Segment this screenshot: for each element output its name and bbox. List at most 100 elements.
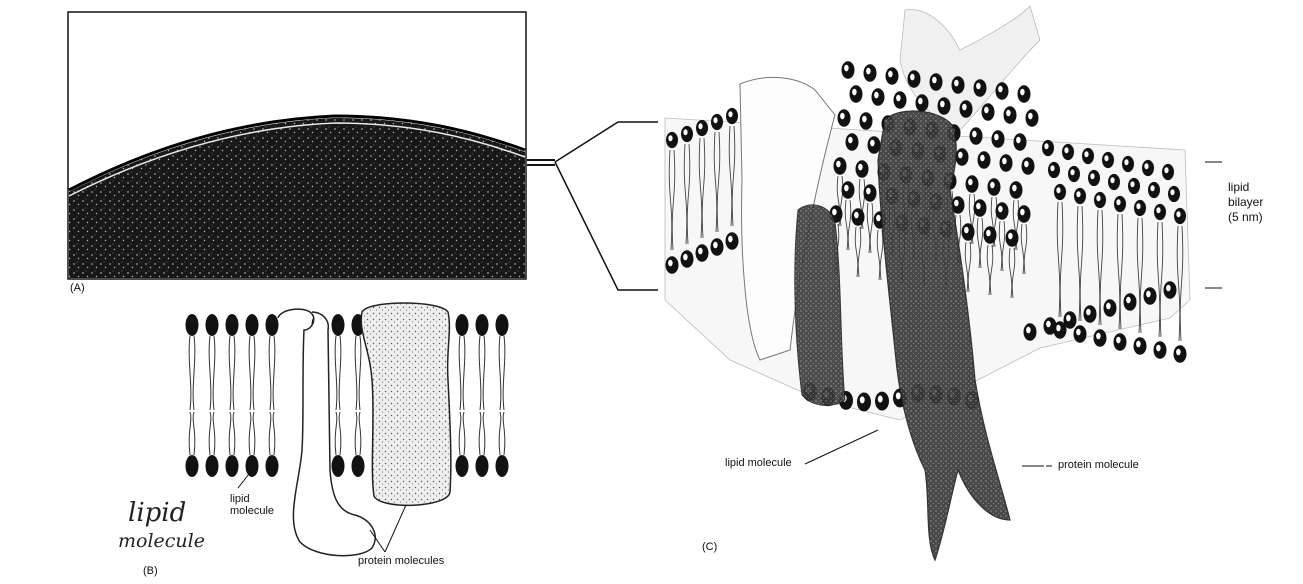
lipid-head-icon	[930, 73, 943, 91]
lipid-head-icon	[886, 67, 899, 85]
bilayer-3d-panel-c	[665, 6, 1222, 560]
lipid-head-icon	[1128, 178, 1140, 194]
lipid-head-icon	[1148, 182, 1160, 198]
lipid-head-icon	[1134, 200, 1146, 216]
lipid-head-icon	[974, 79, 987, 97]
lipid-head-icon	[726, 108, 738, 124]
lipid-head-icon	[938, 97, 951, 115]
lipid-head-icon	[1134, 337, 1147, 355]
lipid-head-icon	[1084, 305, 1097, 323]
lipid-head-icon	[984, 226, 997, 244]
protein-molecule-label-c: protein molecule	[1058, 460, 1139, 472]
lipid-head-icon	[1114, 196, 1126, 212]
lipid-head-icon	[1022, 157, 1035, 175]
lipid-head-icon	[1074, 325, 1087, 343]
lipid-head-icon	[711, 114, 723, 130]
panel-b-label: (B)	[143, 566, 158, 578]
handwritten-line-2: molecule	[118, 532, 205, 551]
lipid-head-icon	[1018, 85, 1031, 103]
handwritten-note: lipid molecule	[128, 500, 205, 551]
lipid-head-icon	[1024, 323, 1037, 341]
lipid-head-icon	[982, 103, 995, 121]
lipid-head-icon	[846, 133, 859, 151]
lipid-head-icon	[857, 393, 871, 412]
lipid-head-icon	[996, 202, 1009, 220]
lipid-head-icon	[872, 88, 885, 106]
lipid-head-icon	[1044, 317, 1057, 335]
lipid-head-icon	[1042, 140, 1054, 156]
protein-molecules-label-b: protein molecules	[358, 556, 444, 568]
lipid-head-icon	[1010, 181, 1023, 199]
lipid-head-icon	[1014, 133, 1027, 151]
bilayer-label-line-1: lipid	[1228, 180, 1263, 195]
lipid-head-icon	[850, 85, 863, 103]
lipid-head-icon	[1048, 162, 1060, 178]
lipid-head-icon	[1154, 341, 1167, 359]
lipid-head-icon	[988, 178, 1001, 196]
handwritten-line-1: lipid	[128, 500, 205, 526]
lipid-head-icon	[666, 256, 679, 274]
lipid-head-icon	[1054, 184, 1066, 200]
lipid-molecule-icon	[246, 314, 259, 477]
lipid-head-icon	[1026, 109, 1039, 127]
lipid-head-icon	[1000, 154, 1013, 172]
lipid-head-icon	[681, 250, 694, 268]
lipid-head-icon	[916, 94, 929, 112]
lipid-head-icon	[842, 61, 855, 79]
lipid-head-icon	[696, 244, 709, 262]
lipid-head-icon	[726, 232, 739, 250]
lipid-head-icon	[1006, 229, 1019, 247]
lipid-head-icon	[1144, 287, 1157, 305]
lipid-molecule-icon	[352, 314, 365, 477]
lipid-head-icon	[1094, 192, 1106, 208]
micrograph-panel-a	[68, 12, 658, 290]
bilayer-schematic-panel-b	[186, 303, 509, 556]
lipid-head-icon	[842, 181, 855, 199]
lipid-bilayer-label: lipid bilayer (5 nm)	[1228, 180, 1263, 225]
lipid-molecule-label-c: lipid molecule	[725, 458, 792, 470]
lipid-head-icon	[992, 130, 1005, 148]
lipid-head-icon	[1088, 170, 1100, 186]
bilayer-label-line-3: (5 nm)	[1228, 210, 1263, 225]
lipid-head-icon	[974, 199, 987, 217]
lipid-head-icon	[1094, 329, 1107, 347]
lipid-head-icon	[1124, 293, 1137, 311]
lipid-molecule-icon	[226, 314, 239, 477]
lipid-head-icon	[1114, 333, 1127, 351]
lipid-head-icon	[978, 151, 991, 169]
lipid-head-icon	[1108, 174, 1120, 190]
lipid-head-icon	[956, 148, 969, 166]
lipid-head-icon	[1154, 204, 1166, 220]
lipid-head-icon	[960, 100, 973, 118]
lipid-molecule-icon	[266, 314, 279, 477]
lipid-head-icon	[1068, 166, 1080, 182]
lipid-head-icon	[1168, 186, 1180, 202]
lipid-label-line-2: molecule	[230, 506, 274, 518]
lipid-head-icon	[1074, 188, 1086, 204]
lipid-molecule-label-b: lipid molecule	[230, 494, 274, 517]
lipid-molecule-icon	[332, 314, 345, 477]
lipid-head-icon	[1104, 299, 1117, 317]
panel-c-label: (C)	[702, 542, 717, 554]
lipid-head-icon	[834, 157, 847, 175]
lipid-head-icon	[1102, 152, 1114, 168]
lipid-head-icon	[696, 120, 708, 136]
lipid-head-icon	[875, 392, 889, 411]
lipid-head-icon	[966, 175, 979, 193]
lipid-head-icon	[1174, 345, 1187, 363]
lipid-head-icon	[838, 109, 851, 127]
lipid-head-icon	[996, 82, 1009, 100]
lipid-head-icon	[1122, 156, 1134, 172]
lipid-head-icon	[711, 238, 724, 256]
lipid-head-icon	[1082, 148, 1094, 164]
lipid-head-icon	[666, 132, 678, 148]
lipid-head-icon	[962, 223, 975, 241]
lipid-label-line-1: lipid	[230, 494, 274, 506]
lipid-molecule-icon	[496, 314, 509, 477]
lipid-head-icon	[1064, 311, 1077, 329]
lipid-head-icon	[856, 160, 869, 178]
lipid-head-icon	[1062, 144, 1074, 160]
lipid-head-icon	[1162, 164, 1174, 180]
lipid-head-icon	[908, 70, 921, 88]
